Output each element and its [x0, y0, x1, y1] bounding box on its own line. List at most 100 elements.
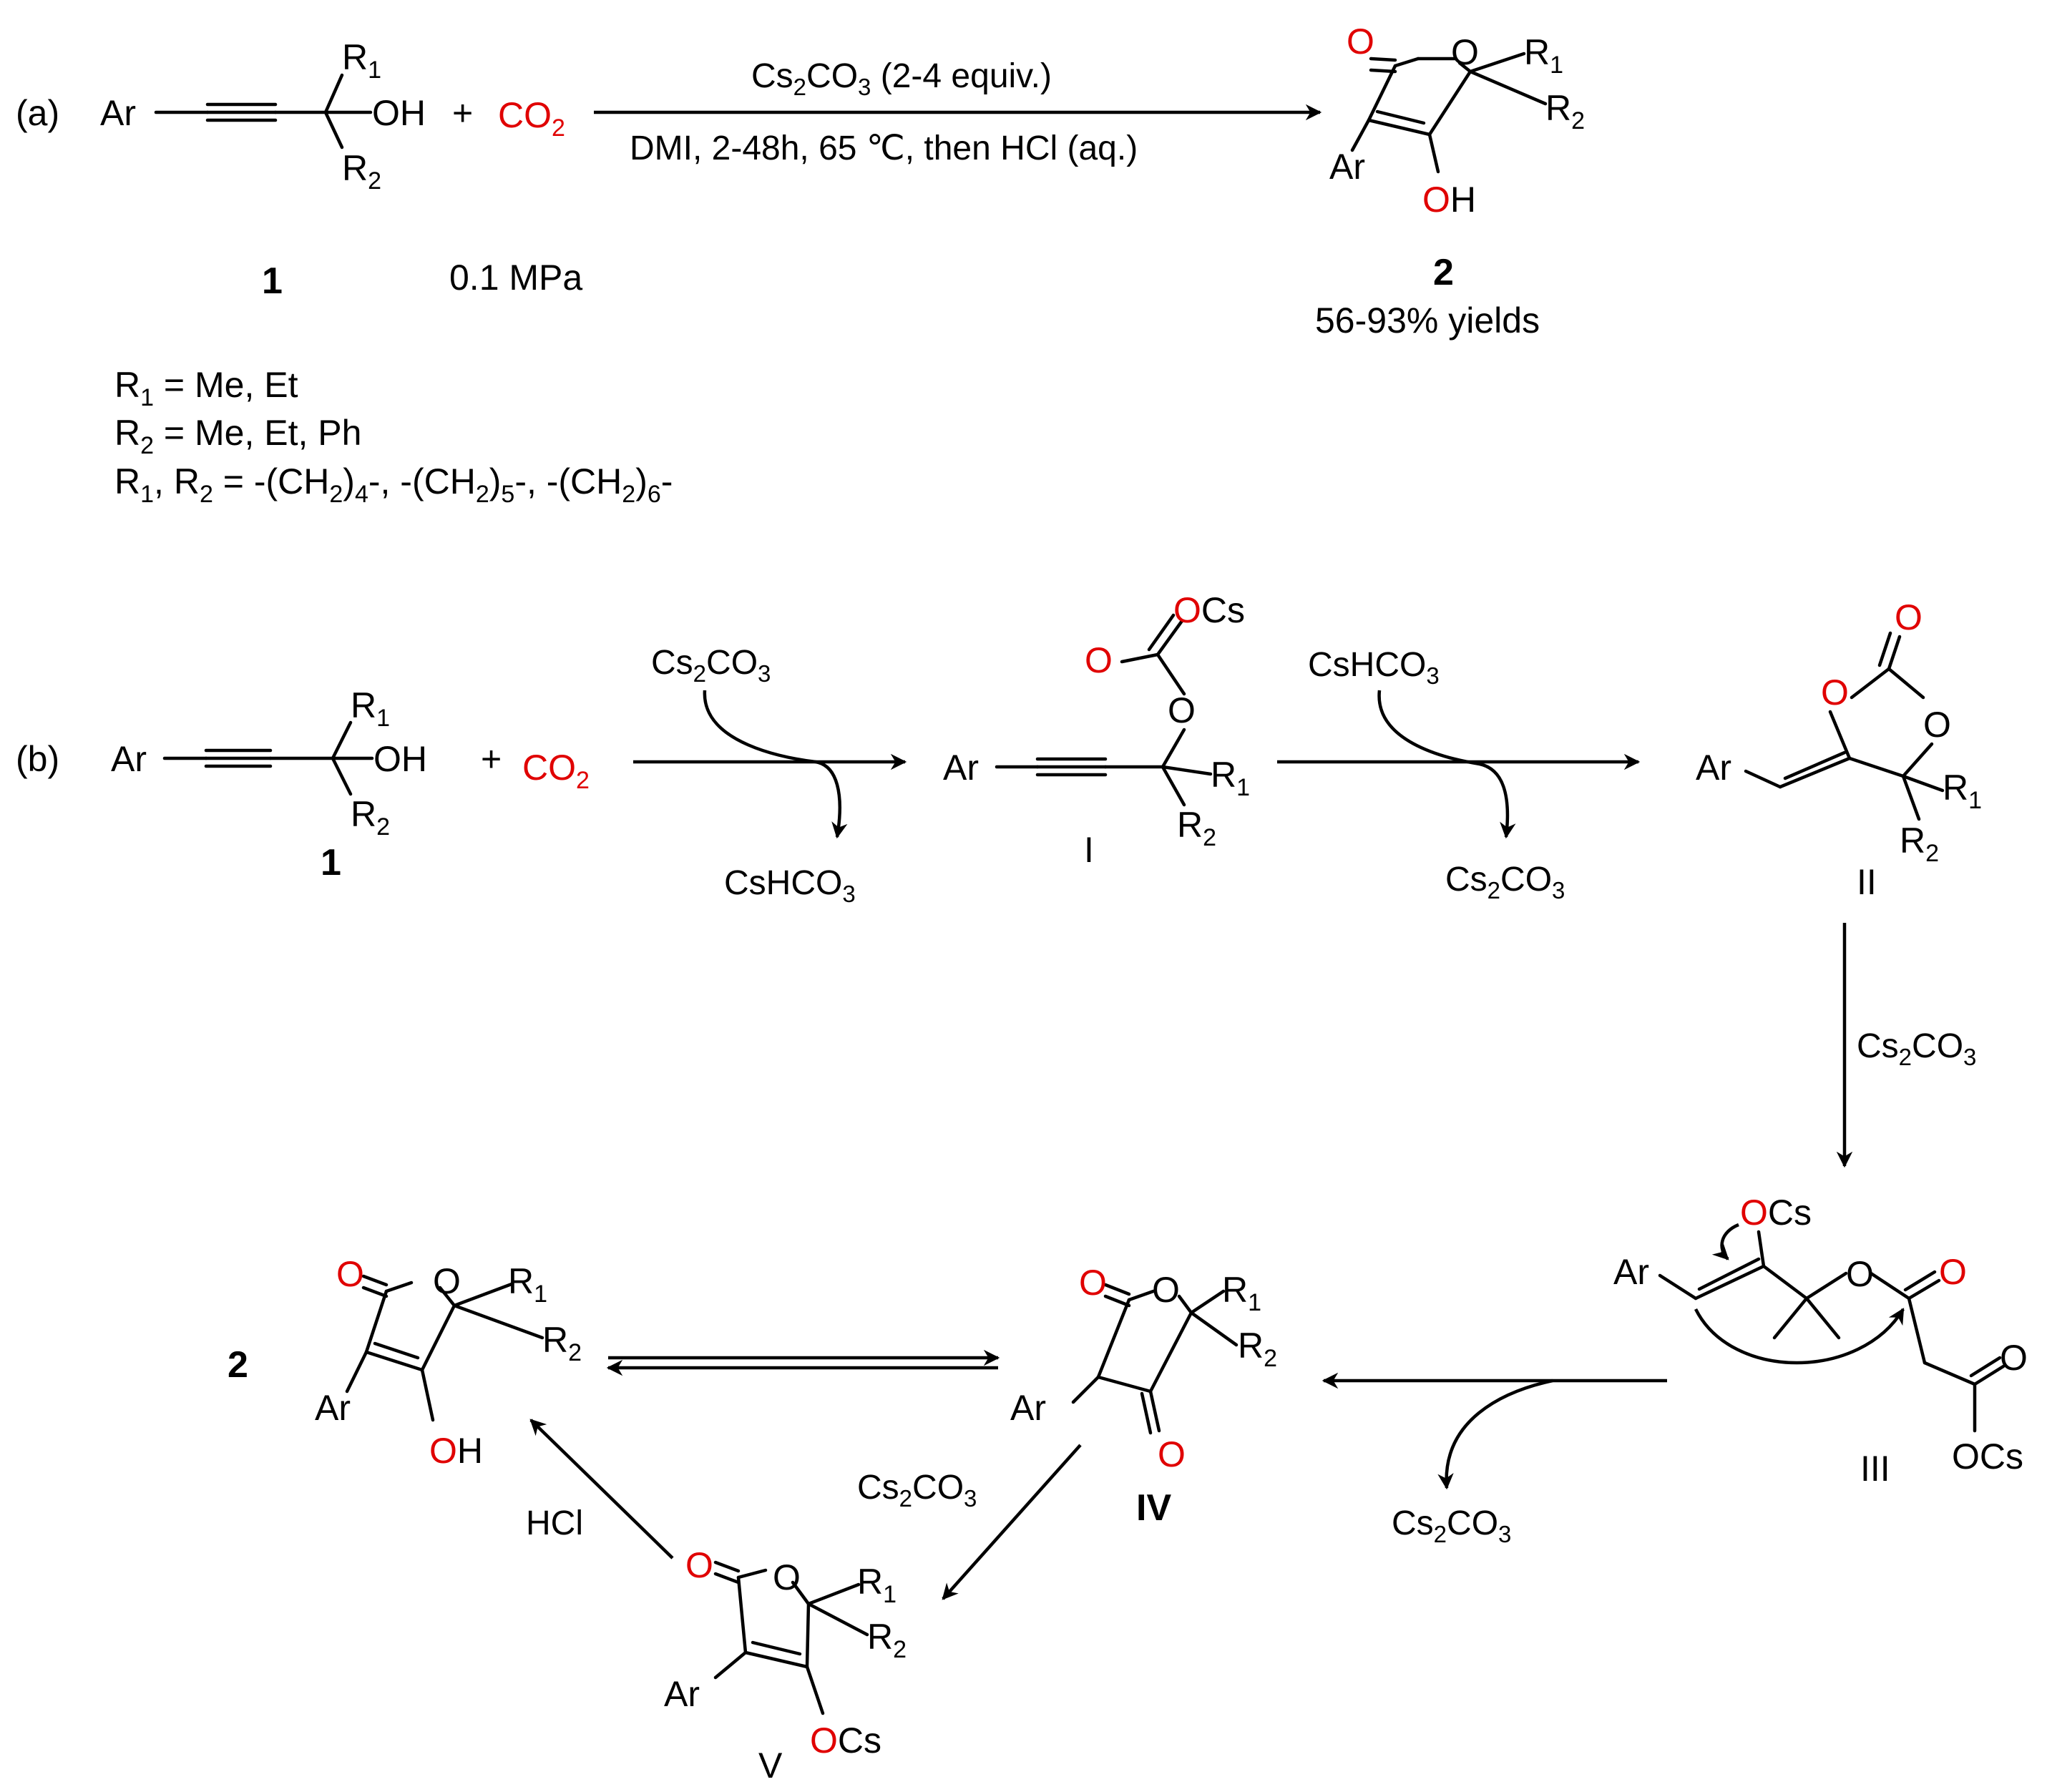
c-o-bond [1161, 728, 1186, 769]
r2-label: R2 [1545, 88, 1585, 134]
substituent-r2: R2 = Me, Et, Ph [114, 413, 361, 459]
carbonyl-bond [1969, 1356, 2002, 1378]
ring-bond [1457, 61, 1472, 74]
intermediate-III-label: III [1860, 1449, 1890, 1489]
intermediate-II: Ar O O O R1 R2 II [1696, 597, 1982, 902]
carbonyl-bond [1887, 635, 1902, 671]
carbonate-oxygen: O [1085, 640, 1113, 680]
r1-label: R1 [1943, 768, 1982, 814]
carbonyl-bond [1907, 1278, 1941, 1301]
intermediate-III: Ar OCs O O O OCs III [1613, 1193, 2028, 1489]
c-aryl-bond [713, 1650, 748, 1680]
ring-oxygen: O [1152, 1270, 1180, 1310]
ring-bond [1828, 710, 1852, 760]
ring-bond [364, 1289, 389, 1354]
intermediate-IV-label: IV [1136, 1487, 1171, 1529]
step4-curved-arrow [1437, 1379, 1553, 1490]
panel-a-label: (a) [16, 93, 59, 133]
ring-bond [1887, 667, 1925, 700]
carbonyl-bond [361, 1286, 389, 1298]
panel-b: (b) Ar OH R1 R2 1 + CO2 Cs2CO3 CsHCO3 Ar [16, 590, 2028, 1786]
intermediate-I-label: I [1084, 830, 1094, 870]
co2-pressure: 0.1 MPa [449, 258, 582, 298]
panel-b-label: (b) [16, 739, 59, 779]
ring-bond [1427, 69, 1472, 137]
ether-oxygen: O [1168, 690, 1196, 730]
ring-oxygen: O [1923, 705, 1951, 745]
ring-oxygen: O [433, 1261, 461, 1301]
ring-bond [1127, 1289, 1156, 1302]
ketone-oxygen: O [1158, 1434, 1186, 1474]
aryl-group: Ar [1696, 748, 1731, 788]
carbonate-bond [1120, 652, 1160, 664]
oxy-cesium: OCs [1952, 1436, 2023, 1477]
step5-reagent: Cs2CO3 [857, 1469, 977, 1512]
ring-bond [736, 1575, 748, 1655]
step2-curved-arrow [1377, 690, 1516, 839]
compound-1-label: 1 [262, 260, 283, 302]
r2-label: R2 [542, 1320, 582, 1366]
substituent-ring: R1, R2 = -(CH2)4-, -(CH2)5-, -(CH2)6- [114, 461, 673, 508]
carbonyl-bond [361, 1274, 389, 1287]
c-o-bond [1757, 1230, 1766, 1268]
c-aryl-bond [1350, 118, 1371, 152]
ring-double-bond [743, 1650, 809, 1669]
carbonyl-bond [1903, 1270, 1937, 1292]
ester-oxygen: O [1846, 1254, 1874, 1294]
r2-label: R2 [1900, 821, 1939, 867]
r2-label: R2 [351, 794, 390, 841]
methyl-bond [1772, 1296, 1809, 1340]
ketone-bond [1140, 1391, 1153, 1435]
aryl-group: Ar [315, 1388, 351, 1428]
r2-label: R2 [1177, 805, 1216, 851]
c-r2-bond [331, 756, 353, 796]
intermediate-V-label: V [758, 1746, 783, 1786]
c-r1-bond [1189, 1289, 1226, 1315]
carbonyl-oxygen: O [1939, 1252, 1967, 1292]
ring-double-bond [1367, 118, 1432, 137]
r2-label: R2 [1238, 1326, 1277, 1372]
aryl-group: Ar [1010, 1388, 1046, 1428]
r1-label: R1 [1211, 755, 1250, 801]
electron-arrow [1694, 1308, 1905, 1365]
c-r1-bond [806, 1582, 861, 1606]
aryl-group: Ar [1613, 1252, 1649, 1292]
r1-label: R1 [1524, 32, 1563, 79]
carbon-dioxide: CO2 [498, 95, 565, 142]
c-r2-bond [1901, 774, 1921, 821]
carbon-dioxide: CO2 [522, 748, 590, 794]
ketone-bond [1148, 1389, 1161, 1433]
plus-sign: + [452, 93, 473, 133]
conditions-top: Cs2CO3 (2-4 equiv.) [751, 57, 1052, 100]
electron-arrow [1711, 1223, 1739, 1260]
hydroxyl-group: OH [1422, 180, 1476, 220]
r1-label: R1 [351, 685, 390, 732]
step6-arrow [529, 1419, 674, 1560]
carbonyl-oxygen: O [1079, 1263, 1107, 1303]
o-c-bond [1869, 1271, 1911, 1301]
carbonyl-bond [1877, 631, 1892, 667]
step1-reagent: Cs2CO3 [651, 644, 771, 687]
c-r2-bond [323, 110, 344, 150]
step3-reagent: Cs2CO3 [1857, 1027, 1976, 1070]
hydroxyl-group: OH [373, 739, 427, 779]
single-bond [1907, 1296, 1927, 1365]
c-r2-bond [806, 1602, 869, 1637]
carbonyl-oxygen: O [685, 1545, 713, 1585]
carbonyl-bond [1369, 57, 1397, 62]
single-bond [1658, 1273, 1698, 1301]
r2-label: R2 [867, 1617, 907, 1663]
c-r1-bond [323, 73, 344, 114]
c-aryl-bond [345, 1350, 368, 1394]
carbonate-double-bond [1156, 619, 1184, 657]
c-r2-bond [452, 1303, 544, 1340]
ring-bond [1177, 1294, 1193, 1315]
single-bond [1744, 769, 1782, 789]
oxy-cesium: OCs [810, 1720, 881, 1761]
carbonyl-oxygen: O [336, 1254, 364, 1294]
compound-2-label: 2 [228, 1344, 248, 1386]
conditions-bottom: DMI, 2-48h, 65 ℃, then HCl (aq.) [630, 129, 1138, 167]
enol-double-bond [1694, 1264, 1766, 1301]
c-oh-bond [420, 1368, 435, 1422]
r1-label: R1 [857, 1562, 897, 1608]
